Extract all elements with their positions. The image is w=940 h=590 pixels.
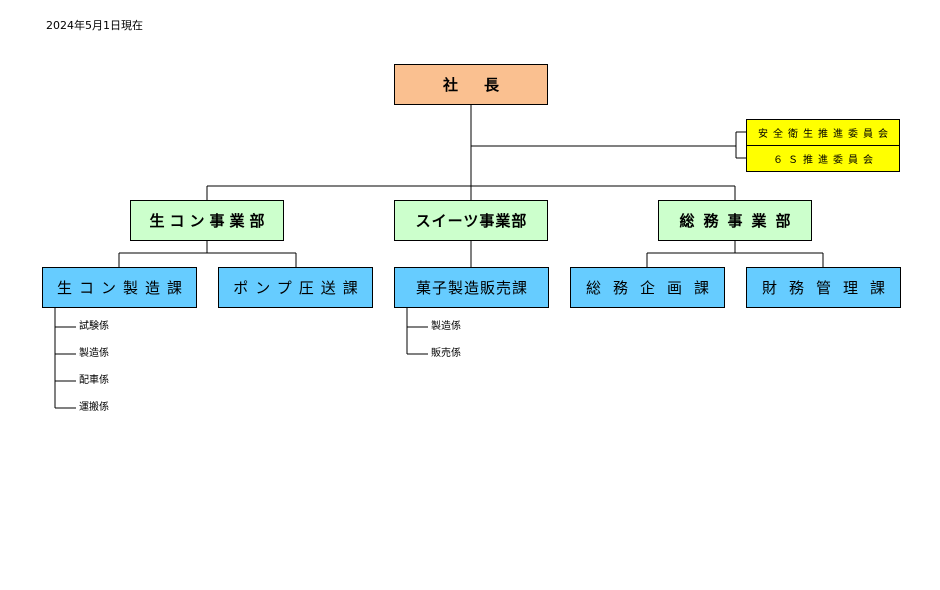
unit-testing: 試験係 (79, 321, 109, 332)
unit-dispatch: 配車係 (79, 375, 109, 386)
president-box: 社長 (394, 64, 548, 105)
unit-confectionery-production: 製造係 (431, 321, 461, 332)
committee-6s: ６Ｓ推進委員会 (746, 145, 900, 172)
unit-transport: 運搬係 (79, 402, 109, 413)
unit-confectionery-sales: 販売係 (431, 348, 461, 359)
unit-production: 製造係 (79, 348, 109, 359)
section-namacon-production: 生コン製造課 (42, 267, 197, 308)
section-pump-delivery: ポンプ圧送課 (218, 267, 373, 308)
committee-safety-health: 安全衛生推進委員会 (746, 119, 900, 146)
date-note: 2024年5月1日現在 (46, 19, 143, 32)
section-confectionery: 菓子製造販売課 (394, 267, 549, 308)
dept-namacon: 生コン事業部 (130, 200, 284, 241)
dept-general-affairs: 総務事業部 (658, 200, 812, 241)
section-general-planning: 総務企画課 (570, 267, 725, 308)
section-finance: 財務管理課 (746, 267, 901, 308)
dept-sweets: スイーツ事業部 (394, 200, 548, 241)
